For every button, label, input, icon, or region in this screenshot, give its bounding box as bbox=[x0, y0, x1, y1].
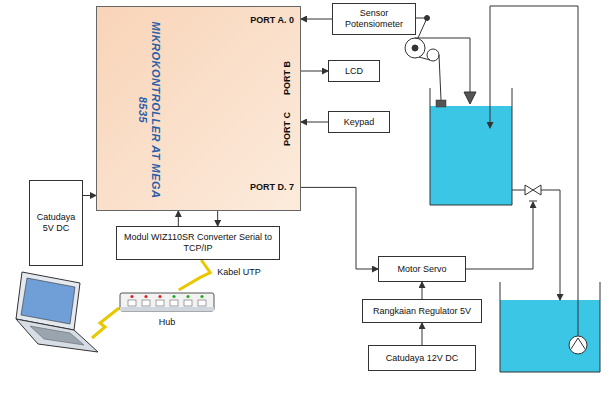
hub-device: Hub bbox=[118, 290, 216, 328]
inlet-pipe bbox=[490, 6, 578, 336]
signal-line bbox=[83, 195, 96, 196]
laptop-icon bbox=[16, 272, 98, 352]
device-label: Hub bbox=[118, 317, 216, 328]
signal-line bbox=[178, 211, 179, 226]
block-box: Motor Servo bbox=[378, 256, 466, 282]
box-label: Catudaya 12V DC bbox=[386, 353, 459, 364]
block-box: Modul WIZ110SR Converter Serial to TCP/I… bbox=[116, 226, 280, 260]
signal-line bbox=[301, 187, 378, 269]
valve-symbol bbox=[525, 185, 541, 201]
signal-line bbox=[422, 323, 423, 345]
block-box: Rangkaian Regulator 5V bbox=[362, 299, 482, 323]
block-box: Catudaya 12V DC bbox=[368, 345, 476, 371]
block-box: Sensor Potensiometer bbox=[332, 3, 416, 35]
network-link bbox=[179, 260, 211, 290]
box-label: LCD bbox=[345, 66, 363, 77]
box-label: Catudaya 5V DC bbox=[34, 212, 78, 234]
upper-tank bbox=[430, 88, 512, 205]
wireless-link bbox=[92, 308, 119, 338]
microcontroller-box: MIKROKONTROLLER AT MEGA 8535 PORT A. 0 POR… bbox=[96, 6, 301, 211]
hub-icon bbox=[118, 290, 216, 316]
port-label: PORT B bbox=[282, 61, 293, 95]
signal-line bbox=[422, 282, 423, 299]
signal-line bbox=[301, 122, 328, 123]
box-label: Keypad bbox=[344, 117, 375, 128]
block-box: Catudaya 5V DC bbox=[29, 180, 83, 266]
block-box: Keypad bbox=[328, 111, 390, 133]
box-label: Sensor Potensiometer bbox=[337, 8, 411, 30]
signal-line bbox=[217, 211, 218, 226]
signal-line bbox=[301, 19, 332, 20]
signal-line bbox=[301, 71, 328, 72]
box-label: Modul WIZ110SR Converter Serial to TCP/I… bbox=[121, 232, 275, 254]
box-label: Motor Servo bbox=[397, 264, 446, 275]
block-box: LCD bbox=[328, 60, 380, 82]
outlet-pipe bbox=[512, 190, 525, 191]
servo-link bbox=[466, 202, 533, 269]
lower-tank bbox=[500, 282, 600, 372]
box-label: Rangkaian Regulator 5V bbox=[373, 306, 471, 317]
port-label: PORT D. 7 bbox=[250, 182, 294, 193]
port-label: PORT C bbox=[282, 112, 293, 146]
link-label: Kabel UTP bbox=[216, 267, 262, 277]
outlet-pipe bbox=[541, 190, 560, 300]
chip-title: MIKROKONTROLLER AT MEGA 8535 bbox=[136, 15, 161, 205]
port-label: PORT A. 0 bbox=[250, 15, 294, 26]
